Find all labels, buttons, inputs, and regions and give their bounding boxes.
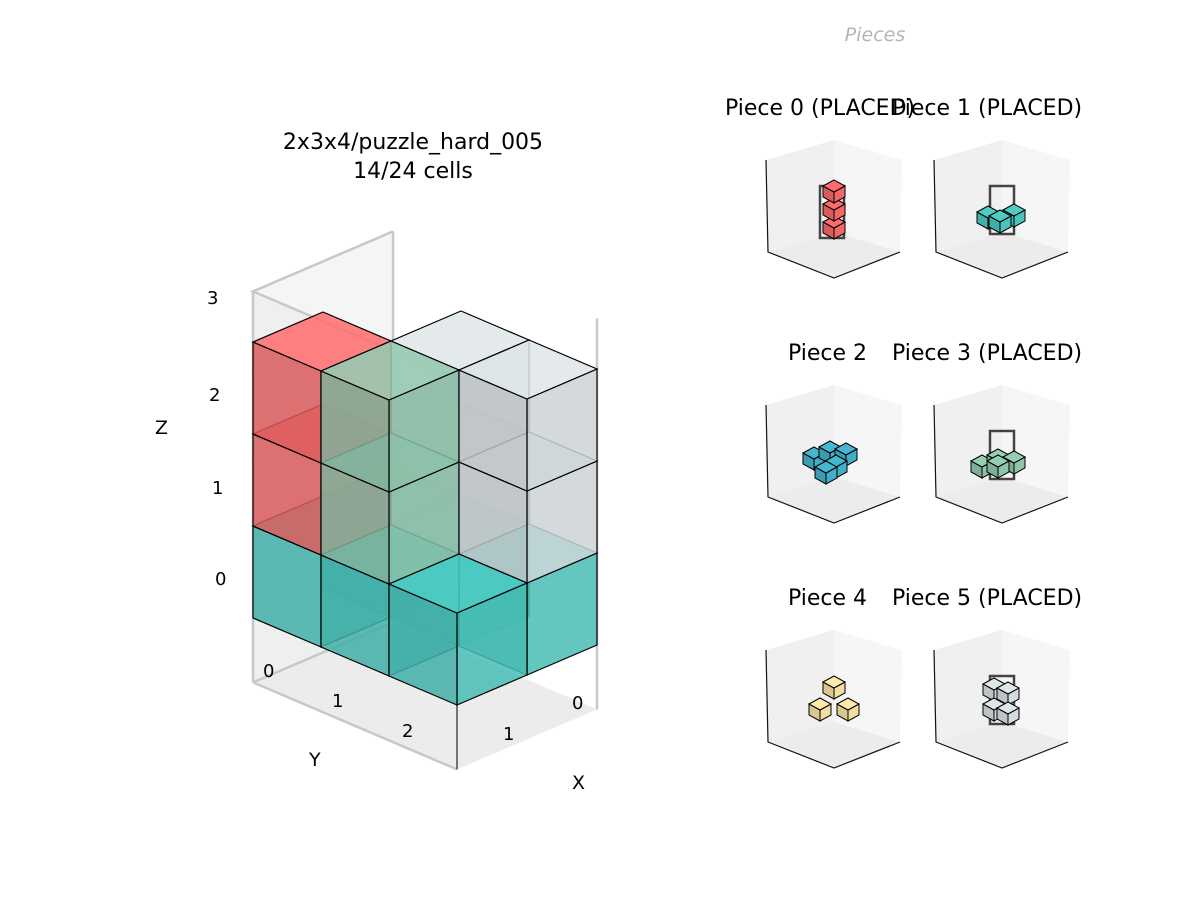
thumb-axes: [933, 649, 1069, 769]
piece-4-title: Piece 4: [788, 586, 868, 611]
mini-cube-face: [985, 454, 1011, 468]
piece-3-title: Piece 3 (PLACED): [892, 341, 1083, 366]
mini-cube-face: [833, 442, 859, 456]
thumb-pane: [834, 140, 902, 252]
piece-2-preview[interactable]: [764, 385, 904, 525]
mini-cube-face: [835, 697, 861, 711]
x-tick-label: 1: [503, 724, 515, 745]
thumb-pane: [936, 477, 1068, 523]
placed-cubes: [251, 310, 599, 706]
mini-cube-face: [1001, 203, 1027, 217]
thumb-axes: [765, 159, 901, 279]
piece-3-preview[interactable]: [932, 385, 1072, 525]
thumb-pane: [768, 232, 900, 278]
cube-face: [457, 339, 599, 400]
thumb-pane: [766, 140, 834, 252]
thumb-axes: [933, 159, 1069, 279]
mini-cube-face: [807, 697, 833, 711]
pieces-header: Pieces: [844, 24, 906, 46]
thumb-pane: [936, 722, 1068, 768]
x-tick-label: 0: [572, 693, 584, 714]
thumb-axes: [765, 404, 901, 524]
x-axis-label: X: [572, 772, 586, 794]
z-tick-label: 3: [207, 288, 219, 309]
piece-5-title: Piece 5 (PLACED): [892, 586, 1083, 611]
piece-5-preview[interactable]: [932, 630, 1072, 770]
z-tick-label: 0: [215, 569, 227, 590]
piece-0-title: Piece 0 (PLACED): [725, 96, 916, 121]
y-tick-label: 0: [263, 661, 275, 682]
z-tick-label: 1: [212, 478, 224, 499]
cells-count: 14/24 cells: [353, 159, 473, 184]
piece-1-preview[interactable]: [932, 140, 1072, 280]
mini-cube-face: [813, 460, 839, 474]
floor-pane: [253, 622, 597, 770]
piece-0-preview[interactable]: [764, 140, 904, 280]
thumb-pane: [768, 722, 900, 768]
y-tick-label: 2: [402, 721, 414, 742]
cube-face: [319, 340, 461, 401]
mini-cube-face: [1001, 450, 1027, 464]
thumb-pane: [834, 385, 902, 497]
thumb-axes: [765, 649, 901, 769]
y-tick-label: 1: [332, 691, 344, 712]
y-axis-label: Y: [309, 749, 321, 771]
mini-cube-face: [821, 675, 847, 689]
box-edge: [252, 681, 458, 771]
thumb-pane: [768, 477, 900, 523]
z-tick-label: 2: [209, 385, 221, 406]
mini-cube-face: [995, 701, 1021, 715]
piece-2-title: Piece 2: [788, 341, 868, 366]
mini-cube-face: [987, 209, 1013, 223]
cube-face: [387, 553, 529, 614]
puzzle-title: 2x3x4/puzzle_hard_005: [282, 130, 544, 155]
piece-1-title: Piece 1 (PLACED): [892, 96, 1083, 121]
piece-4-preview[interactable]: [764, 630, 904, 770]
z-axis-label: Z: [155, 417, 169, 439]
mini-cube-face: [821, 179, 847, 193]
thumb-pane: [936, 232, 1068, 278]
mini-cube-face: [995, 681, 1021, 695]
thumb-axes: [933, 404, 1069, 524]
